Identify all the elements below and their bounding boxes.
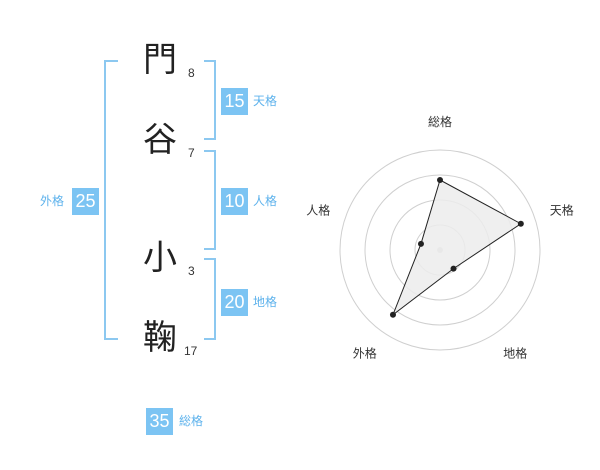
name-char-2: 谷	[143, 120, 177, 160]
jinkaku-bracket-bottom	[204, 248, 216, 250]
gaikaku-bracket-top	[104, 60, 118, 62]
jinkaku-value: 10	[221, 188, 248, 215]
radar-data-area	[391, 179, 522, 317]
radar-ring-3	[364, 174, 516, 326]
gaikaku-label: 外格	[40, 194, 65, 208]
stroke-count-3: 3	[188, 264, 195, 278]
radar-point-4	[417, 240, 424, 247]
chikaku-bracket-bottom	[204, 338, 216, 340]
jinkaku-bracket-vertical	[214, 150, 216, 250]
gaikaku-value: 25	[72, 188, 99, 215]
radar-points	[389, 177, 524, 318]
stroke-count-4: 17	[184, 344, 198, 358]
name-char-1: 門	[143, 40, 177, 80]
name-char-4: 鞠	[143, 318, 177, 358]
stroke-count-1: 8	[188, 66, 195, 80]
jinkaku-label: 人格	[253, 194, 278, 208]
radar-point-2	[450, 265, 457, 272]
radar-axis-label-0: 総格	[428, 114, 452, 129]
gaikaku-bracket-bottom	[104, 338, 118, 340]
chikaku-value: 20	[221, 289, 248, 316]
tenkaku-value: 15	[221, 88, 248, 115]
radar-point-3	[389, 311, 396, 318]
soukaku-value: 35	[146, 408, 173, 435]
tenkaku-bracket-top	[204, 60, 216, 62]
radar-point-1	[517, 220, 524, 227]
stroke-count-2: 7	[188, 146, 195, 160]
name-char-3: 小	[143, 238, 177, 278]
gaikaku-bracket-vertical	[104, 60, 106, 340]
radar-axis-label-1: 天格	[550, 202, 574, 217]
radar-axis-label-2: 地格	[503, 346, 527, 361]
chikaku-bracket-vertical	[214, 258, 216, 340]
radar-ring-4	[339, 149, 541, 351]
chikaku-bracket-top	[204, 258, 216, 260]
tenkaku-bracket-bottom	[204, 138, 216, 140]
tenkaku-bracket-vertical	[214, 60, 216, 140]
jinkaku-bracket-top	[204, 150, 216, 152]
radar-axis-label-4: 人格	[306, 202, 330, 217]
radar-point-0	[437, 177, 443, 183]
tenkaku-label: 天格	[253, 94, 278, 108]
radar-rings	[339, 149, 541, 351]
chikaku-label: 地格	[253, 295, 278, 309]
radar-axis-label-3: 外格	[353, 346, 377, 361]
soukaku-label: 総格	[179, 414, 204, 428]
